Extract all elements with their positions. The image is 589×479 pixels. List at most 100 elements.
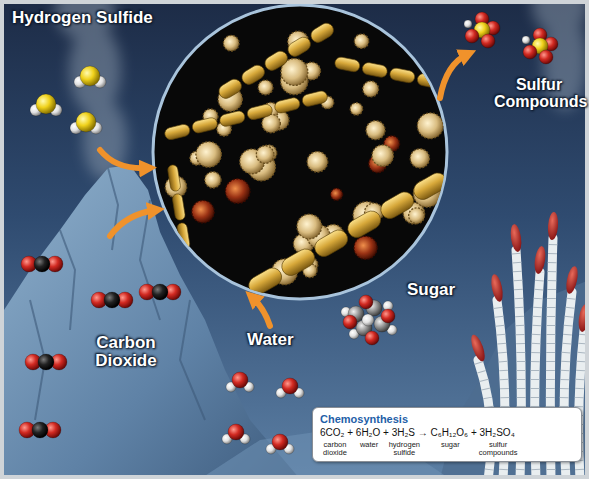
rod-segment — [274, 97, 301, 115]
coccus-bacterium — [417, 113, 443, 139]
atom — [38, 354, 54, 370]
rod-segment — [411, 170, 450, 203]
coccus-bacterium — [366, 121, 385, 140]
coccus-bacterium — [205, 172, 221, 188]
atom — [381, 309, 395, 323]
coccus-bacterium — [307, 152, 328, 173]
rod-bacterium — [147, 233, 251, 305]
coccus-bacterium — [196, 142, 221, 167]
term-label: carbon dioxide — [315, 441, 355, 457]
chemical-equation: 6CO₂ + 6H₂O + 3H₂S → C₆H₁₂O₆ + 3H₂SO₄ — [320, 426, 574, 439]
rod-segment — [239, 63, 267, 87]
scene-label: Sulfur Compounds — [494, 76, 584, 111]
carbon-dioxide-molecule — [25, 354, 67, 370]
coccus-bacterium — [256, 146, 274, 164]
atom — [80, 66, 100, 86]
term-label: water — [349, 441, 389, 449]
atom — [34, 256, 50, 272]
sulfur-compound-molecule — [522, 28, 558, 64]
atom — [32, 422, 48, 438]
coccus-bacterium — [409, 208, 425, 224]
coccus-bacterium — [331, 188, 343, 200]
carbon-dioxide-molecule — [19, 422, 61, 438]
rod-bacterium — [216, 21, 336, 101]
worm-plume — [547, 212, 559, 241]
atom — [539, 50, 553, 64]
worm-plume — [533, 245, 547, 274]
worm-plume — [489, 273, 505, 302]
rod-segment — [167, 164, 181, 192]
water-molecule — [226, 372, 254, 392]
rod-segment — [279, 246, 318, 279]
atom — [362, 314, 374, 326]
rod-segment — [222, 281, 251, 305]
molecules — [19, 12, 558, 454]
coccus-bacterium — [410, 149, 429, 168]
atom — [104, 292, 120, 308]
rod-segment — [164, 123, 191, 141]
coccus-bacterium — [297, 214, 322, 239]
flow-arrows — [100, 54, 468, 326]
atom — [232, 372, 248, 388]
atom — [522, 36, 530, 44]
scene-label: Hydrogen Sulfide — [12, 9, 153, 27]
atom — [465, 29, 479, 43]
flow-arrow — [110, 210, 156, 236]
atom — [36, 94, 56, 114]
atom — [523, 45, 537, 59]
coccus-bacterium — [354, 34, 368, 48]
rod-bacterium — [334, 56, 443, 89]
equation-box: Chemosynthesis6CO₂ + 6H₂O + 3H₂S → C₆H₁₂… — [312, 407, 582, 462]
coccus-bacterium — [354, 236, 377, 259]
water-molecule — [222, 424, 250, 444]
rod-bacterium — [167, 164, 190, 250]
box-heading: Chemosynthesis — [320, 413, 574, 426]
term-label: sugar — [430, 441, 470, 449]
carbon-dioxide-molecule — [139, 284, 181, 300]
coccus-bacterium — [350, 103, 362, 115]
rod-segment — [197, 265, 226, 289]
term-label: sulfur compounds — [478, 441, 518, 457]
rod-segment — [262, 49, 290, 73]
flow-arrow — [100, 150, 148, 168]
term-label: hydrogen sulfide — [384, 441, 424, 457]
hydrogen-sulfide-molecule — [30, 94, 62, 116]
rod-segment — [246, 265, 285, 298]
atom — [365, 331, 379, 345]
coccus-bacterium — [372, 145, 393, 166]
rod-segment — [216, 77, 244, 101]
rod-segment — [191, 117, 218, 135]
atom — [481, 34, 495, 48]
microscope-circle — [153, 5, 447, 299]
rod-segment — [312, 227, 351, 260]
coccus-bacterium — [223, 35, 239, 51]
atom — [282, 378, 298, 394]
atom — [228, 424, 244, 440]
worm-plume — [577, 303, 585, 332]
coccus-bacterium — [192, 200, 214, 222]
rod-segment — [147, 233, 176, 257]
rod-segment — [172, 249, 201, 273]
bacteria — [147, 21, 450, 306]
rod-segment — [301, 90, 328, 108]
worm-plume — [509, 223, 523, 252]
carbon-dioxide-molecule — [91, 292, 133, 308]
scene-label: Water — [247, 331, 294, 349]
water-molecule — [266, 434, 294, 454]
rock-texture — [30, 168, 205, 420]
carbon-dioxide-molecule — [21, 256, 63, 272]
coccus-bacterium — [258, 80, 273, 95]
atom — [152, 284, 168, 300]
sugar-molecule — [341, 295, 397, 345]
rod-segment — [285, 35, 313, 59]
rod-segment — [219, 110, 246, 128]
coccus-bacterium — [363, 81, 379, 97]
coccus-bacterium — [225, 179, 250, 204]
rod-segment — [172, 193, 186, 221]
hydrogen-sulfide-molecule — [70, 112, 102, 134]
sulfur-compound-molecule — [464, 12, 500, 48]
rod-segment — [361, 62, 388, 79]
rod-segment — [334, 56, 361, 73]
